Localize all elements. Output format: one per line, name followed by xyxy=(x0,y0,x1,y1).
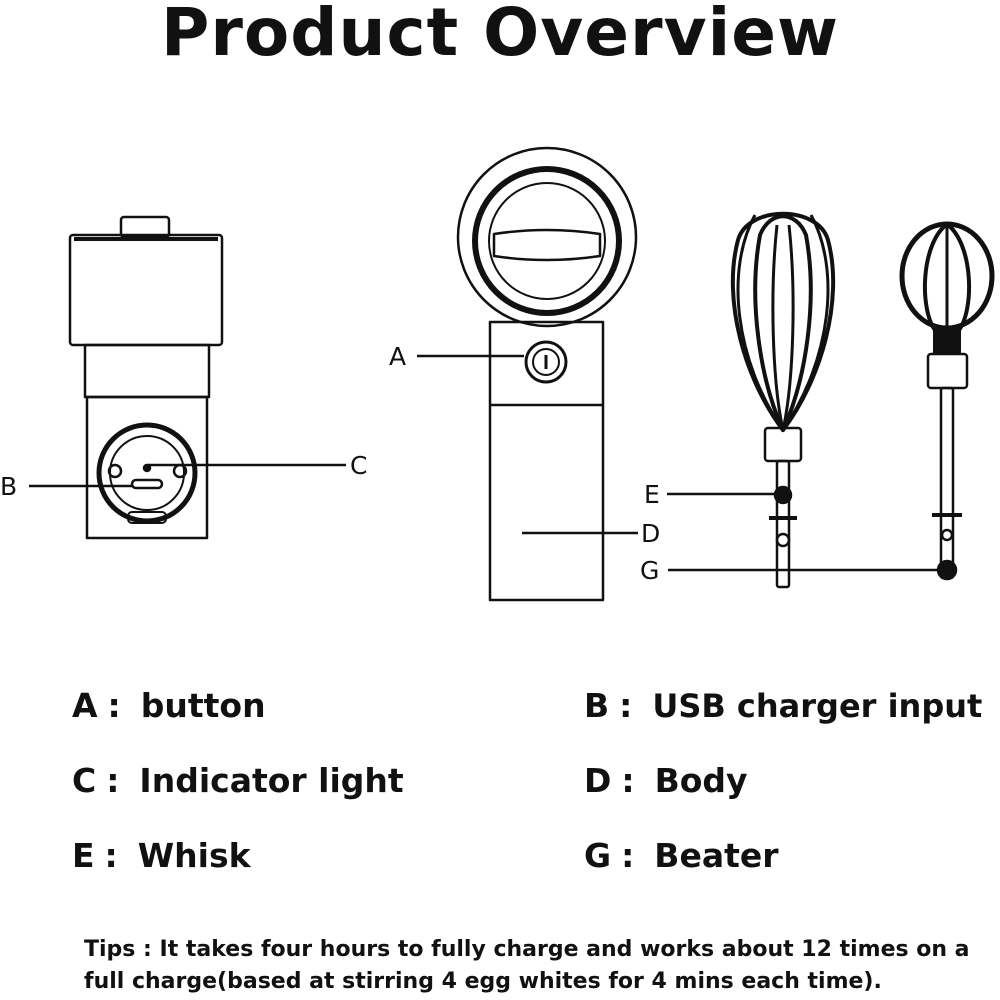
legend-separator: : xyxy=(106,761,120,800)
legend-item-usb-charger-input: B: USB charger input xyxy=(584,686,982,725)
charging-tips: Tips : It takes four hours to fully char… xyxy=(84,937,970,994)
beater-attachment xyxy=(899,221,995,581)
callout-c: C xyxy=(350,451,367,480)
callout-g: G xyxy=(640,556,659,585)
mixer-front-view xyxy=(456,146,638,602)
legend-separator: : xyxy=(104,836,118,875)
usb-port-housing xyxy=(96,422,198,524)
legend-item-body: D: Body xyxy=(584,761,748,800)
legend-separator: : xyxy=(621,761,635,800)
whisk-attachment xyxy=(730,211,836,589)
legend-key: D xyxy=(584,761,612,800)
usb-port-icon xyxy=(130,478,164,490)
legend-key: C xyxy=(72,761,97,800)
legend-separator: : xyxy=(619,686,633,725)
callout-a: A xyxy=(389,342,406,371)
callout-b: B xyxy=(0,472,17,501)
legend-separator: : xyxy=(107,686,121,725)
legend-item-whisk: E: Whisk xyxy=(72,836,251,875)
power-button-icon[interactable] xyxy=(524,340,568,384)
legend-item-button: A: button xyxy=(72,686,266,725)
legend-key: E xyxy=(72,836,95,875)
page-title: Product Overview xyxy=(161,0,839,71)
callout-d: D xyxy=(641,519,660,548)
mixer-body xyxy=(488,320,605,602)
legend-item-beater: G: Beater xyxy=(584,836,779,875)
legend-label: Whisk xyxy=(137,836,251,875)
legend-label: Body xyxy=(654,761,748,800)
legend-key: G xyxy=(584,836,612,875)
legend-separator: : xyxy=(621,836,635,875)
mixer-side-view xyxy=(68,215,224,540)
legend-key: A xyxy=(72,686,98,725)
legend-label: button xyxy=(140,686,266,725)
legend-item-indicator-light: C: Indicator light xyxy=(72,761,404,800)
legend-label: Beater xyxy=(654,836,779,875)
leader-lines xyxy=(29,354,940,572)
legend-label: USB charger input xyxy=(652,687,983,725)
legend-label: Indicator light xyxy=(139,761,404,800)
callout-e: E xyxy=(644,480,660,509)
legend-key: B xyxy=(584,686,610,725)
